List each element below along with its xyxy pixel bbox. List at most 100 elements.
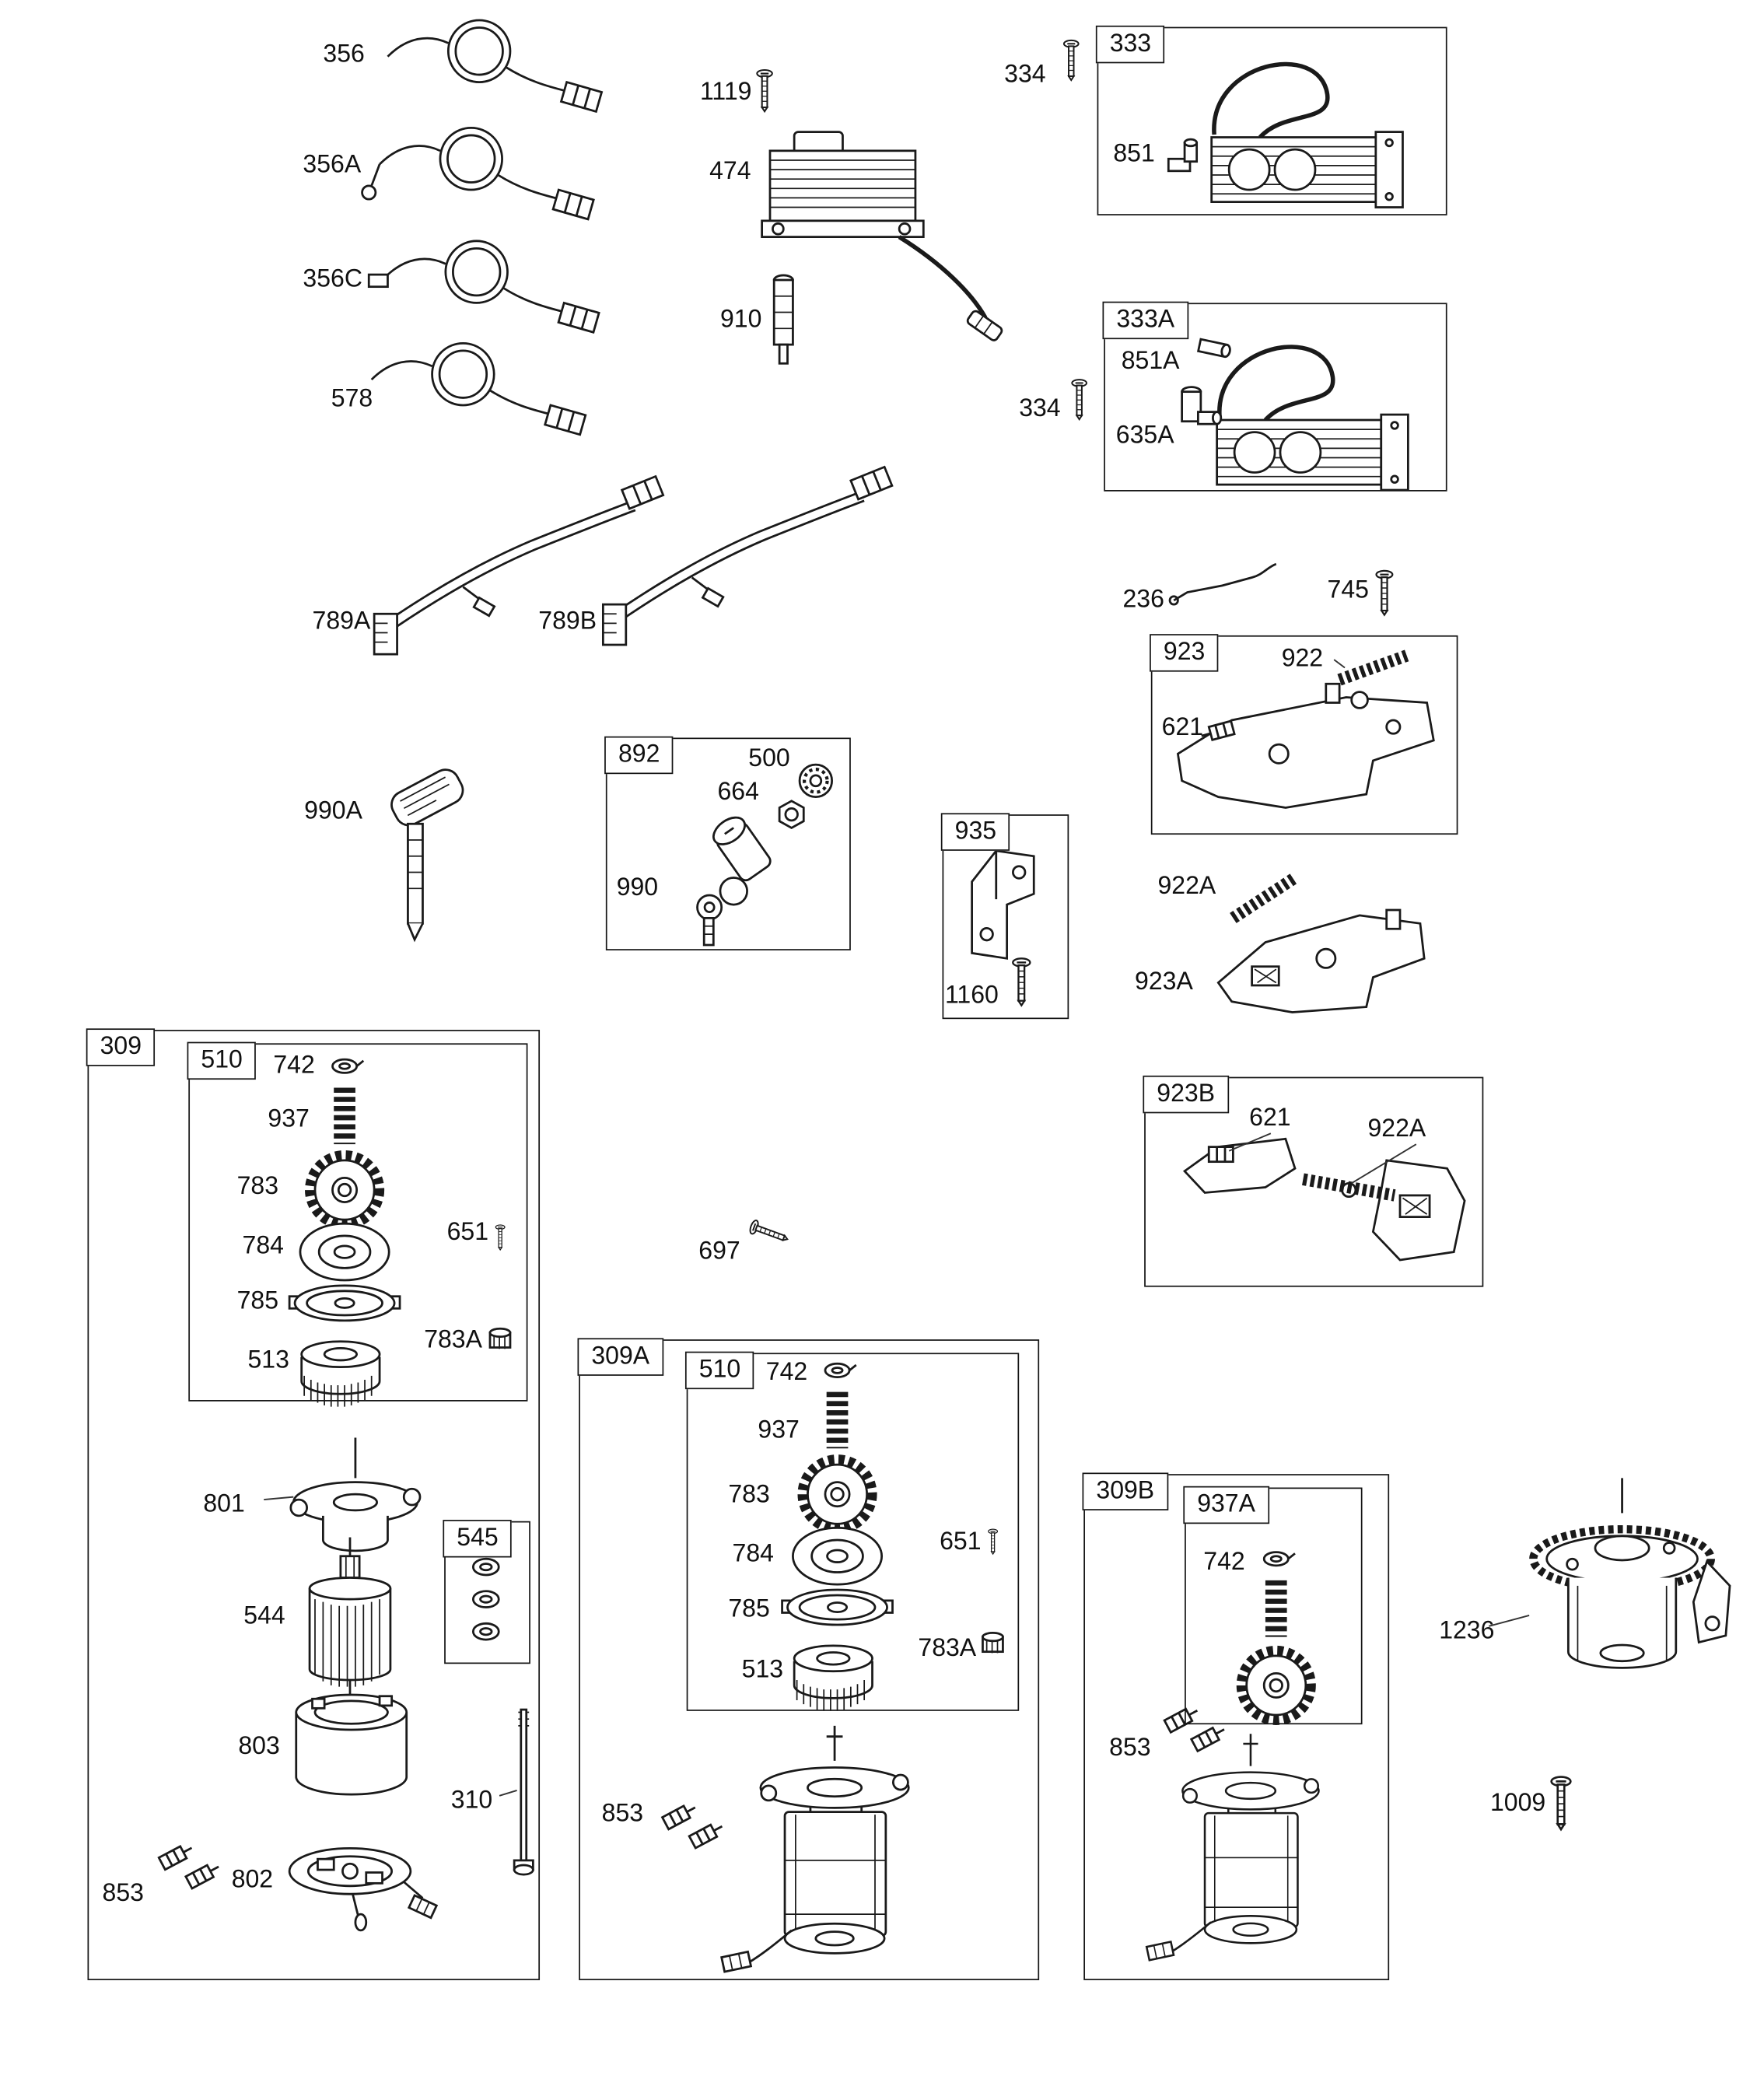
starter-motor-309B-drawing [1145, 1732, 1320, 1962]
part-label-937-309: 937 [268, 1104, 310, 1132]
part-664-drawing [778, 800, 805, 830]
part-label-783A-309: 783A [424, 1325, 482, 1353]
part-1160-drawing [1012, 957, 1031, 1006]
part-333-drawing [1212, 65, 1403, 208]
part-label-851: 851 [1113, 138, 1155, 167]
part-990A-drawing [390, 768, 464, 943]
part-545-washers-drawing [471, 1557, 500, 1641]
leader-lines [264, 659, 1530, 1797]
part-910-drawing [772, 274, 794, 365]
part-label-990: 990 [616, 872, 659, 901]
part-635A-drawing [1181, 386, 1223, 425]
part-990-drawing [696, 816, 772, 947]
part-label-1119: 1119 [699, 76, 752, 105]
part-label-990A: 990A [304, 795, 362, 824]
part-923A-drawing [1216, 908, 1426, 1013]
part-742-937A-drawing [1262, 1551, 1297, 1567]
part-label-789B: 789B [538, 605, 597, 635]
part-label-334-top: 334 [1004, 59, 1046, 88]
part-label-635A: 635A [1115, 419, 1174, 449]
part-label-910: 910 [719, 304, 762, 333]
part-922A-923B-spring-drawing [1302, 1173, 1396, 1202]
part-333A-drawing [1217, 347, 1409, 490]
part-label-784-309: 784 [242, 1230, 284, 1259]
part-853-309B-drawing [1164, 1705, 1227, 1752]
part-label-334-mid: 334 [1019, 393, 1061, 422]
part-621-923B-drawing [1207, 1146, 1234, 1164]
part-label-785-309A: 785 [728, 1594, 770, 1622]
part-label-742-309A: 742 [765, 1356, 808, 1385]
part-label-742-937A: 742 [1203, 1546, 1245, 1575]
part-label-651-309A: 651 [940, 1526, 982, 1556]
part-853-309A-drawing [663, 1801, 726, 1848]
part-label-1236: 1236 [1439, 1615, 1495, 1644]
part-label-578: 578 [331, 383, 373, 412]
part-label-474: 474 [709, 156, 751, 185]
part-label-853-309B: 853 [1109, 1732, 1151, 1761]
part-474-drawing [761, 131, 1003, 341]
part-label-783-309A: 783 [728, 1479, 770, 1508]
part-935-drawing [971, 849, 1035, 960]
part-label-803: 803 [238, 1731, 280, 1760]
part-922-spring-drawing [1337, 649, 1409, 686]
part-label-1009: 1009 [1489, 1787, 1546, 1816]
part-1236-drawing [1529, 1478, 1731, 1669]
part-label-697: 697 [698, 1235, 740, 1265]
part-label-310: 310 [450, 1784, 493, 1814]
part-label-544: 544 [243, 1600, 285, 1629]
part-label-621-923B: 621 [1249, 1102, 1291, 1131]
part-500-drawing [798, 763, 833, 798]
part-1119-drawing [756, 68, 773, 113]
part-label-664: 664 [717, 776, 759, 805]
part-578-drawing [370, 341, 587, 436]
part-label-1160: 1160 [944, 979, 999, 1009]
part-745-drawing [1375, 569, 1394, 616]
part-236-drawing [1168, 562, 1277, 606]
part-label-742-309: 742 [273, 1049, 315, 1079]
part-label-356C: 356C [303, 264, 362, 292]
part-label-356A: 356A [303, 149, 362, 178]
part-621-923-drawing [1201, 719, 1236, 742]
part-label-513-309: 513 [247, 1345, 289, 1374]
part-937A-gear-drawing [1241, 1650, 1311, 1720]
part-label-783-309: 783 [236, 1171, 279, 1200]
part-356A-drawing [361, 127, 595, 221]
part-923-plate-drawing [1176, 682, 1435, 809]
part-356-drawing [387, 19, 603, 113]
part-label-851A: 851A [1121, 345, 1180, 375]
part-697-drawing [747, 1218, 791, 1247]
part-label-500: 500 [748, 743, 790, 772]
part-label-785-309: 785 [236, 1285, 279, 1314]
part-802-drawing [288, 1846, 439, 1932]
part-label-937-309A: 937 [758, 1415, 800, 1444]
part-label-783A-309A: 783A [918, 1633, 977, 1661]
part-label-922A: 922A [1157, 870, 1216, 900]
part-801-drawing [289, 1437, 422, 1552]
part-label-853-309: 853 [102, 1878, 144, 1906]
part-851A-drawing [1196, 338, 1231, 359]
part-label-651-309: 651 [446, 1216, 489, 1245]
part-label-802: 802 [231, 1864, 274, 1893]
starter-motor-309A-drawing [720, 1724, 910, 1973]
part-label-745: 745 [1327, 575, 1369, 604]
part-1009-drawing [1550, 1776, 1572, 1831]
part-334-mid-drawing [1071, 379, 1088, 421]
part-label-801: 801 [203, 1489, 245, 1517]
part-853-309-drawing [159, 1842, 222, 1888]
part-label-922: 922 [1281, 643, 1324, 672]
part-label-923A: 923A [1135, 966, 1193, 996]
part-544-drawing [308, 1537, 392, 1699]
part-label-789A: 789A [312, 605, 371, 635]
part-803-drawing [295, 1693, 408, 1796]
part-label-513-309A: 513 [741, 1654, 784, 1683]
part-label-922A-923B: 922A [1367, 1113, 1426, 1142]
part-label-853-309A: 853 [601, 1798, 644, 1827]
part-356C-drawing [367, 240, 600, 334]
part-label-356: 356 [323, 39, 365, 68]
part-922A-spring-drawing [1230, 872, 1299, 923]
part-label-236: 236 [1122, 584, 1164, 613]
part-310-drawing [513, 1708, 534, 1876]
